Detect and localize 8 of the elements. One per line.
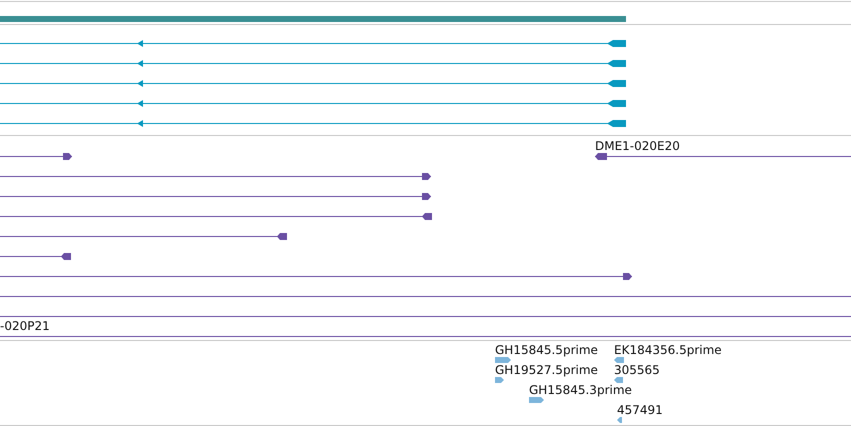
est-name: 305565 — [614, 363, 660, 377]
est-name: GH15845.3prime — [529, 383, 632, 397]
est-name: 457491 — [617, 403, 663, 417]
est-name: GH19527.5prime — [495, 363, 598, 377]
est-name: EK184356.5prime — [614, 343, 722, 357]
clone-name: -020P21 — [0, 319, 50, 333]
est-name: GH15845.5prime — [495, 343, 598, 357]
clone-name: DME1-020E20 — [595, 139, 680, 153]
